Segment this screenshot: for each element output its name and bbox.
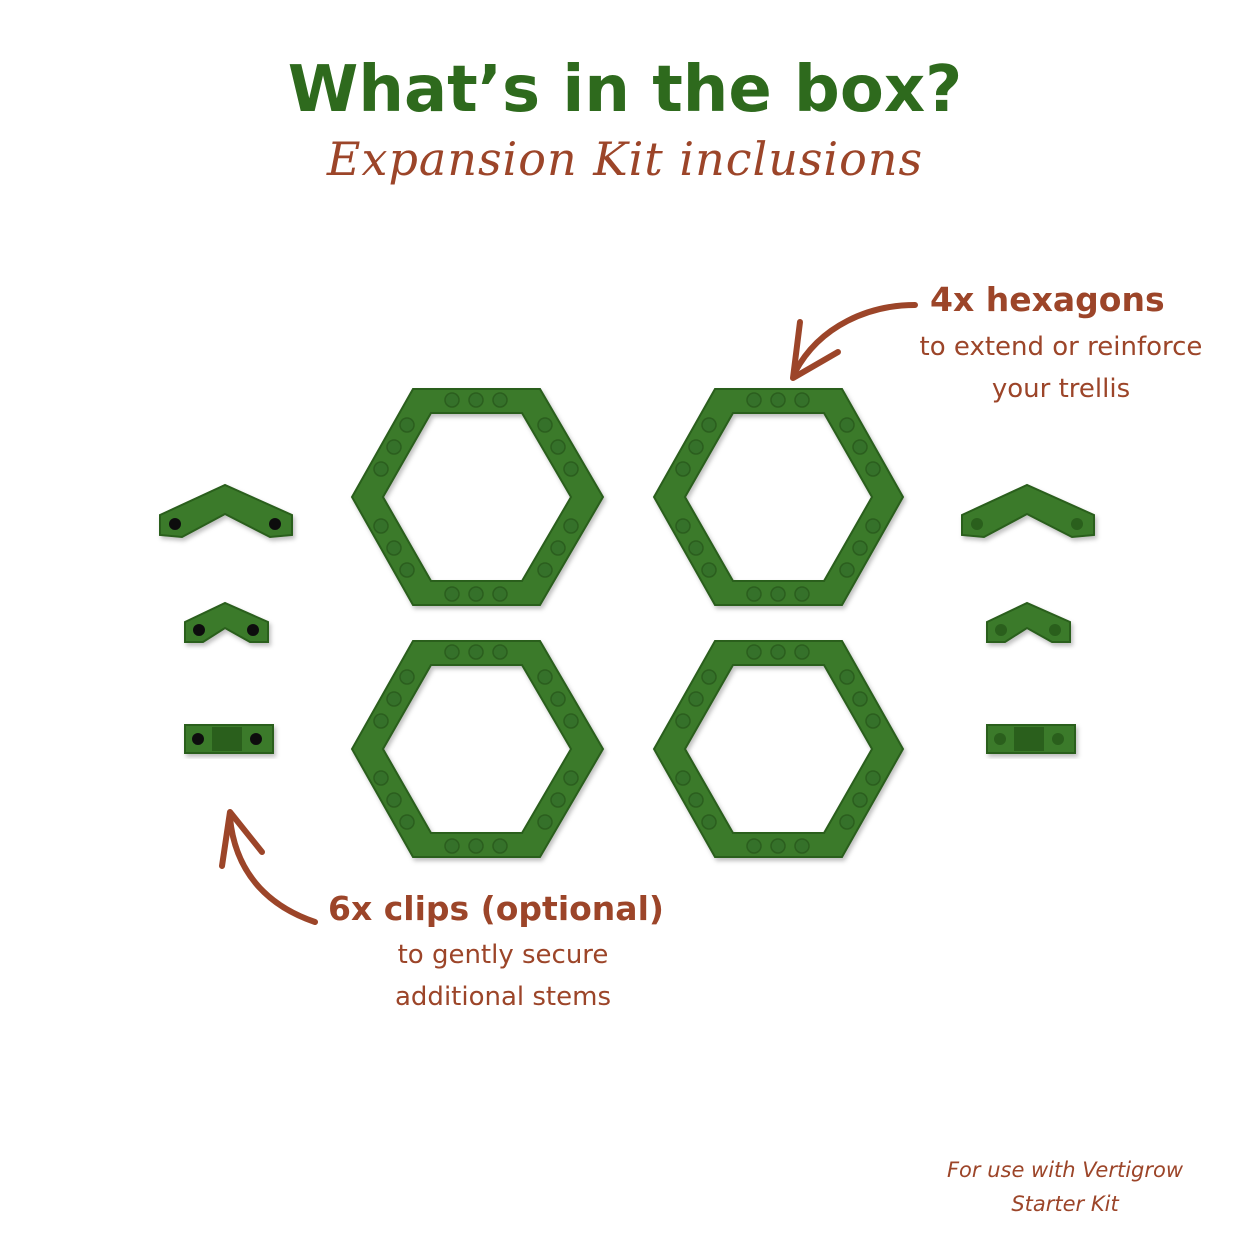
footnote-line-1: For use with Vertigrow [946, 1158, 1184, 1182]
page-title: What’s in the box? [287, 53, 963, 127]
footnote-line-2: Starter Kit [1011, 1192, 1119, 1216]
clip-piece [961, 483, 1095, 539]
clip-piece [184, 601, 269, 643]
hexagon-piece [652, 640, 905, 858]
hexagon-piece [350, 640, 605, 858]
clips-description-line-1: to gently secure [397, 940, 609, 970]
clips-heading: 6x clips (optional) [328, 889, 664, 928]
clip-piece [986, 601, 1071, 643]
arrow-to-clips [219, 809, 318, 925]
hexagon-studs [373, 392, 881, 854]
hexagons-description-line-2: your trellis [991, 374, 1131, 404]
hexagons-description-line-1: to extend or reinforce [919, 332, 1203, 362]
hexagon-piece [350, 388, 605, 606]
hexagon-piece [652, 388, 905, 606]
clips-description-line-2: additional stems [395, 982, 611, 1012]
hexagons-heading: 4x hexagons [930, 280, 1165, 319]
clip-piece [184, 724, 274, 754]
page-subtitle: Expansion Kit inclusions [326, 132, 924, 186]
clip-piece [986, 724, 1076, 754]
clip-piece [159, 483, 293, 539]
arrow-to-hexagons [790, 302, 918, 381]
